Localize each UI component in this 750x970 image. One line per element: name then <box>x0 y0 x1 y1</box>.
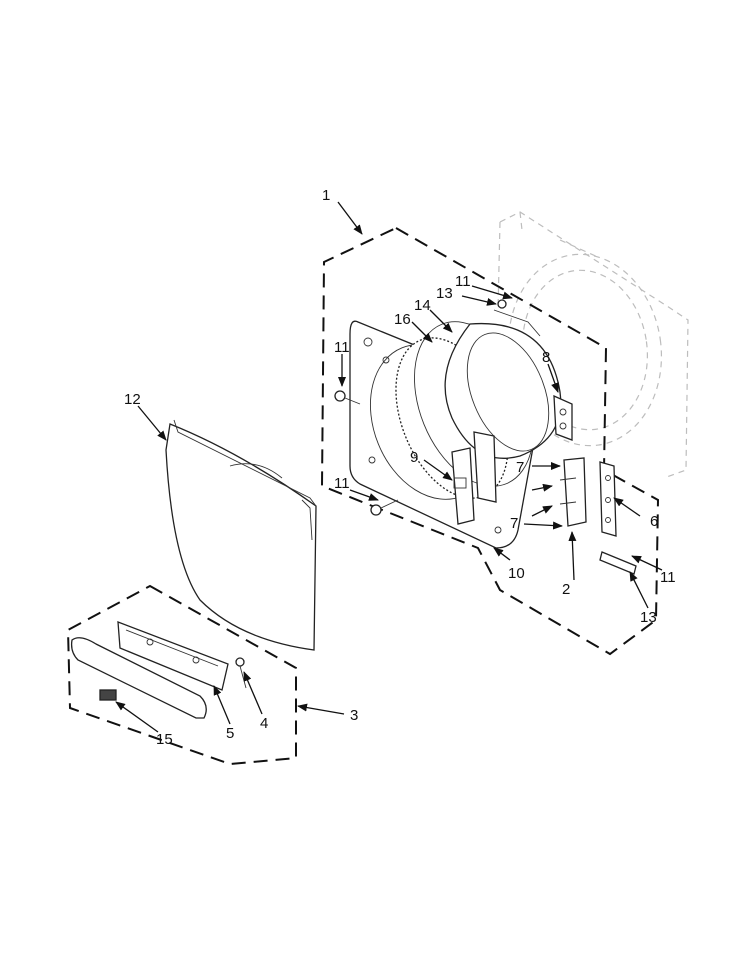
screw-part-11-upper-left <box>334 390 361 405</box>
callout-10: 10 <box>508 565 525 582</box>
strike-part-13 <box>599 551 637 575</box>
handle-trim-part-5 <box>117 621 229 691</box>
callout-13-lower: 13 <box>640 609 657 626</box>
assembly-3-boundary <box>66 584 297 766</box>
door-part-12 <box>165 419 317 651</box>
callout-13-top: 13 <box>436 285 453 302</box>
callout-8: 8 <box>542 349 550 366</box>
hinge-part-9 <box>451 431 497 525</box>
screw-part-11-top <box>497 299 507 309</box>
callout-11-lower-left: 11 <box>334 475 350 492</box>
callout-5: 5 <box>226 725 234 742</box>
cabinet-outline-ghost <box>497 211 689 479</box>
callout-16: 16 <box>394 311 411 328</box>
callout-14: 14 <box>414 297 431 314</box>
tub-front-ring <box>444 309 562 459</box>
assembly-1-boundary <box>320 226 660 656</box>
callout-11-right: 11 <box>660 569 676 586</box>
handle-part-15 <box>70 637 207 719</box>
callout-3: 3 <box>350 707 358 724</box>
callout-2: 2 <box>562 581 570 598</box>
hinge-bracket-part-2 <box>559 457 587 527</box>
callout-1: 1 <box>322 187 330 204</box>
callout-11-left: 11 <box>334 339 350 356</box>
callout-labels: 1 11 13 14 16 8 11 12 9 7 11 7 6 10 11 2… <box>124 187 676 748</box>
leader-lines <box>115 201 663 733</box>
latch-part-8 <box>553 394 573 441</box>
callout-7-upper: 7 <box>516 459 524 476</box>
bracket-part-6 <box>599 461 617 537</box>
callout-15: 15 <box>156 731 173 748</box>
callout-7-lower: 7 <box>510 515 518 532</box>
callout-6: 6 <box>650 513 658 530</box>
screw-part-11-lower-left <box>370 499 399 516</box>
callout-12: 12 <box>124 391 141 408</box>
callout-4: 4 <box>260 715 268 732</box>
callout-9: 9 <box>410 449 418 466</box>
callout-11-top: 11 <box>455 273 471 290</box>
pin-part-4 <box>235 657 247 689</box>
